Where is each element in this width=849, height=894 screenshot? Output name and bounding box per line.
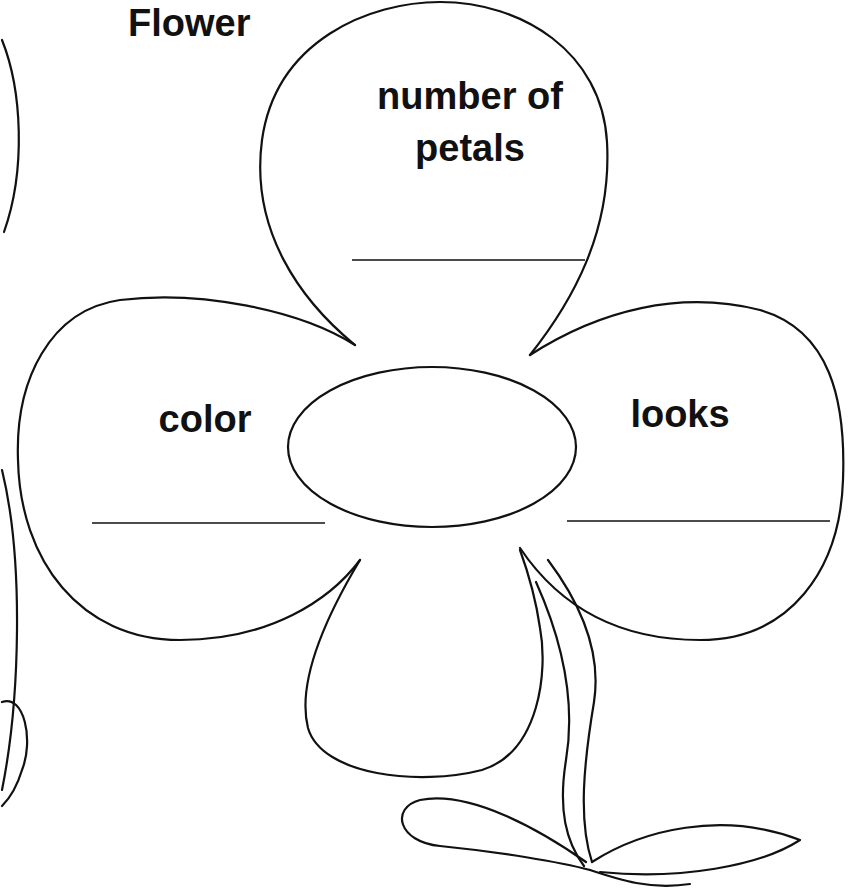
- stem: [536, 582, 584, 866]
- petal-shape: [520, 302, 843, 640]
- title: Flower: [128, 2, 250, 45]
- petal-shape: [260, 2, 607, 355]
- stem: [548, 560, 596, 862]
- answer-line: [567, 520, 830, 521]
- petal-label: looks: [580, 388, 780, 440]
- leaf: [590, 870, 690, 886]
- petal: color: [10, 290, 365, 645]
- neighbour-outline: [2, 701, 27, 806]
- petal-label: color: [105, 393, 305, 445]
- neighbour-outline: [2, 40, 19, 232]
- bottom-petal: [306, 550, 543, 777]
- answer-line: [352, 259, 585, 260]
- petal: number of petals: [255, 0, 615, 360]
- leaf: [592, 825, 800, 874]
- leaf: [402, 798, 590, 870]
- flower-center: [288, 367, 576, 527]
- petal: looks: [515, 290, 849, 645]
- petal-shape: [18, 297, 360, 640]
- petal-outline: [10, 290, 365, 645]
- answer-line: [92, 522, 325, 523]
- petal-outline: [515, 290, 849, 645]
- neighbour-outline: [2, 470, 17, 790]
- petal-label: number of petals: [345, 70, 595, 175]
- petal-outline: [255, 0, 615, 360]
